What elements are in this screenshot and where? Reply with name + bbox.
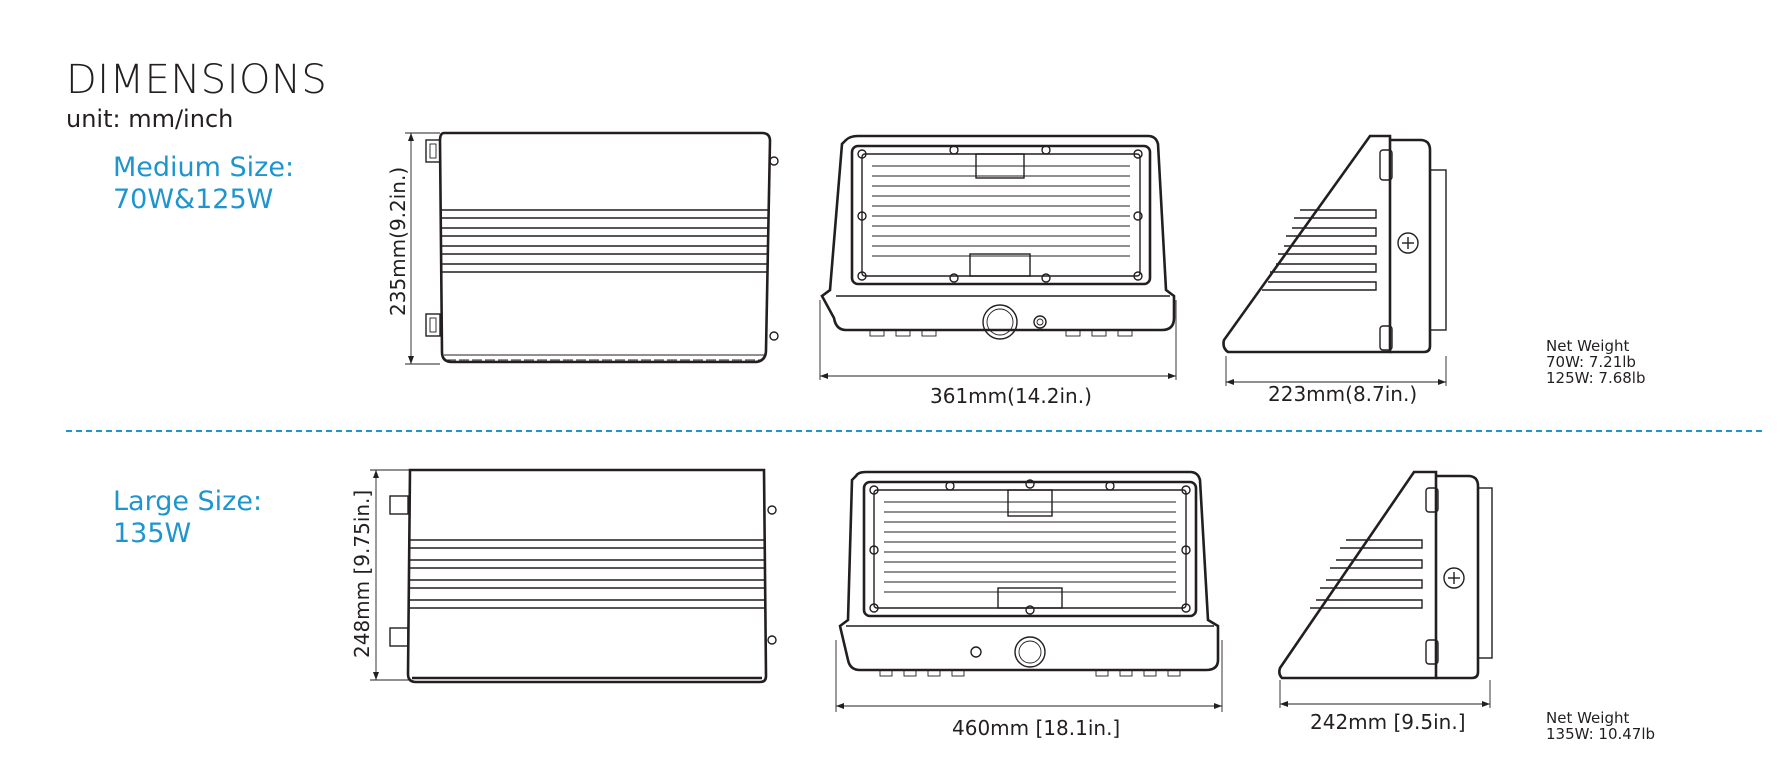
medium-size-line1: Medium Size: bbox=[113, 152, 295, 183]
large-size-line1: Large Size: bbox=[113, 486, 263, 517]
medium-net-weight: Net Weight 70W: 7.21lb 125W: 7.68lb bbox=[1546, 338, 1646, 386]
section-divider bbox=[66, 430, 1762, 432]
medium-width-dimension: 361mm(14.2in.) bbox=[930, 384, 1092, 408]
large-size-label: Large Size: 135W bbox=[113, 486, 262, 550]
medium-weight-70w: 70W: 7.21lb bbox=[1546, 353, 1636, 371]
large-weight-135w: 135W: 10.47lb bbox=[1546, 725, 1656, 743]
medium-size-label: Medium Size: 70W&125W bbox=[113, 152, 294, 216]
medium-weight-125w: 125W: 7.68lb bbox=[1546, 369, 1646, 387]
large-front-view bbox=[370, 468, 777, 684]
medium-depth-dimension: 223mm(8.7in.) bbox=[1268, 382, 1418, 406]
unit-label: unit: mm/inch bbox=[66, 105, 234, 133]
large-height-dimension: 248mm [9.75in.] bbox=[350, 489, 374, 658]
medium-weight-title: Net Weight bbox=[1546, 337, 1630, 355]
large-side-view bbox=[1278, 470, 1493, 708]
medium-side-view bbox=[1222, 134, 1447, 386]
medium-front-view bbox=[405, 131, 779, 365]
medium-height-dimension: 235mm(9.2in.) bbox=[386, 166, 410, 316]
large-size-line2: 135W bbox=[113, 518, 192, 549]
large-depth-dimension: 242mm [9.5in.] bbox=[1310, 710, 1466, 734]
large-back-view bbox=[835, 470, 1223, 712]
medium-size-line2: 70W&125W bbox=[113, 184, 274, 215]
large-weight-title: Net Weight bbox=[1546, 709, 1630, 727]
medium-back-view bbox=[819, 134, 1177, 380]
large-net-weight: Net Weight 135W: 10.47lb bbox=[1546, 710, 1655, 742]
large-width-dimension: 460mm [18.1in.] bbox=[952, 716, 1121, 740]
page-title: DIMENSIONS bbox=[66, 57, 328, 103]
